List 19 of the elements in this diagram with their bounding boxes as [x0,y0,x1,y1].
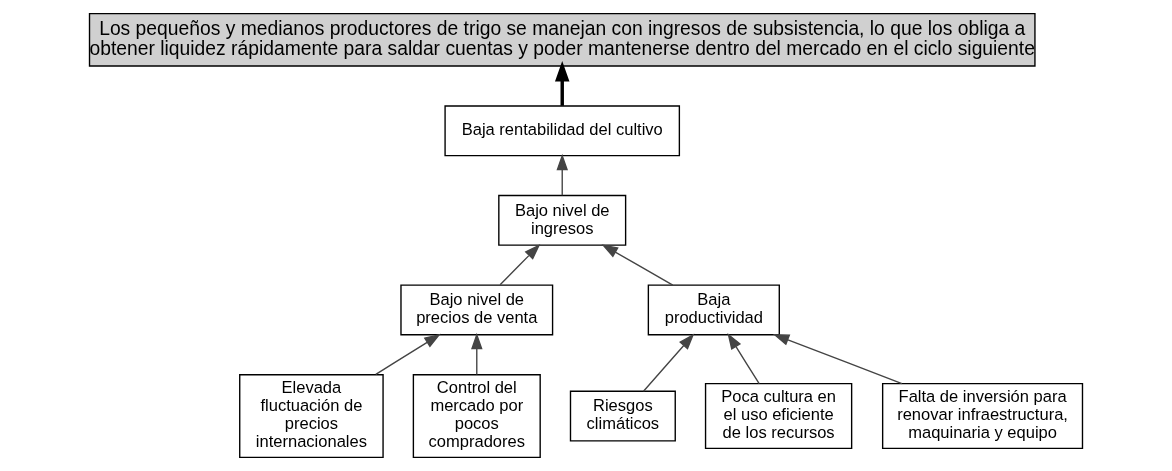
node-box: Elevada fluctuación de precios internacionales [239,374,384,459]
node-box: Baja rentabilidad del cultivo [444,105,681,157]
node-box: Falta de inversión para renovar infraestructura, maquinaria y equipo [881,382,1084,450]
arrow [642,333,695,392]
arrow [554,60,570,106]
node-box: Poca cultura en el uso eficiente de los recursos [704,382,853,450]
node-box: Los pequeños y medianos productores de trigo se manejan con ingresos de subsistencia, lo que los obliga a obtener liquidez rápidamente para saldar cuentas y poder mantenerse dentro del mercado en el ciclo siguiente [88,12,1036,67]
arrow [601,244,674,286]
node-box: Bajo nivel de precios de venta [400,284,554,336]
node-box: Baja productividad [647,284,780,336]
arrow [375,333,441,376]
arrow [772,334,903,385]
node-box: Bajo nivel de ingresos [498,194,627,246]
arrow [471,332,483,376]
arrow [499,243,541,286]
node-box: Control del mercado por pocos compradores [412,374,541,459]
arrow [727,332,760,385]
arrow [556,153,569,196]
node-box: Riesgos climáticos [569,390,676,442]
